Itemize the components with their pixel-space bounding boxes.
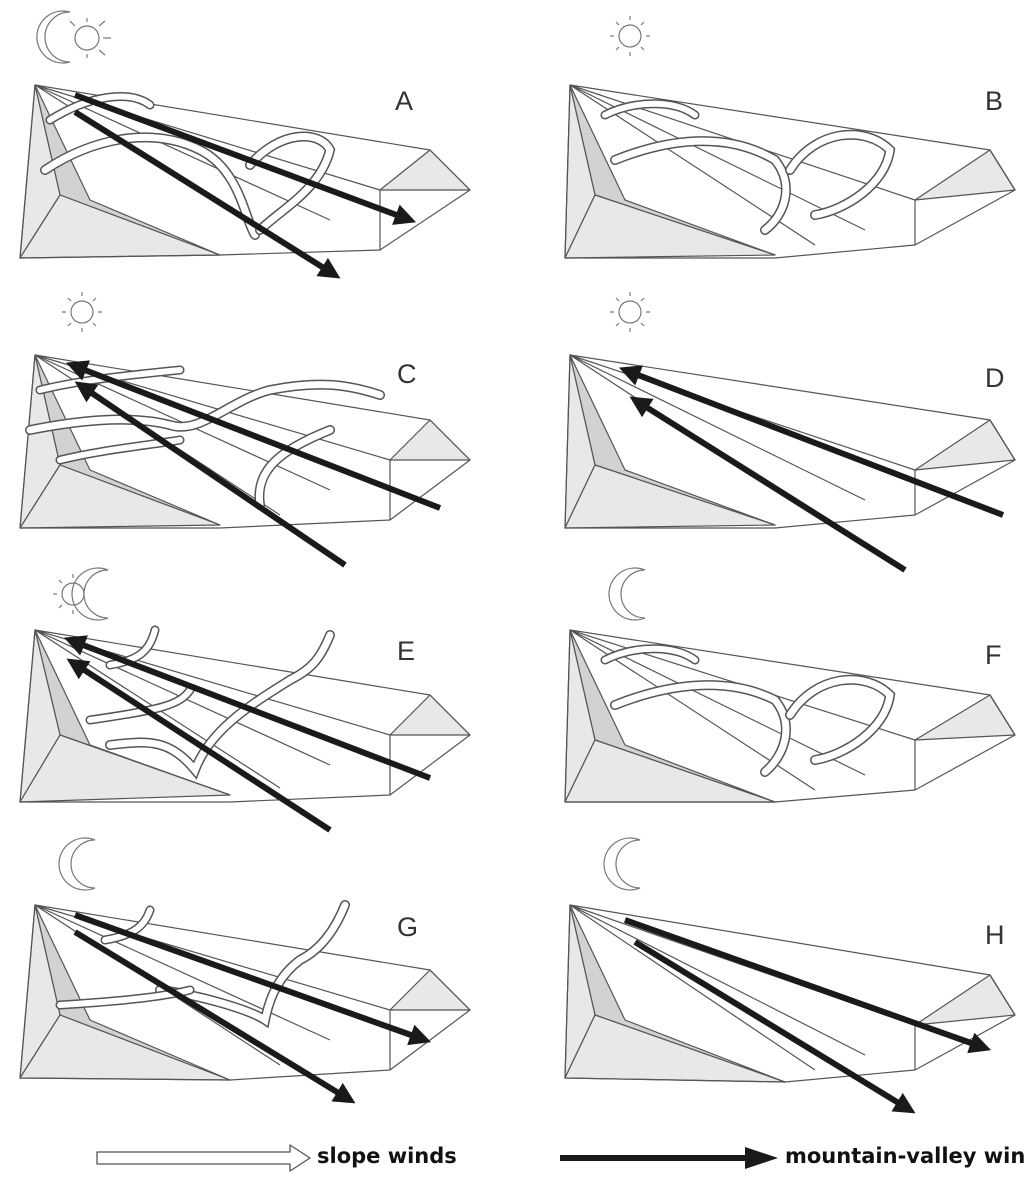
panel-label: F bbox=[985, 640, 1002, 670]
sun-icon bbox=[610, 16, 650, 56]
panel-label: C bbox=[397, 359, 417, 389]
panel-g: G bbox=[20, 838, 470, 1100]
valley-terrain bbox=[565, 905, 1015, 1082]
slope-wind-legend-arrow bbox=[97, 1145, 310, 1171]
panel-h: H bbox=[565, 838, 1015, 1110]
moon-sun-icon bbox=[37, 11, 111, 63]
panel-f: F bbox=[565, 568, 1015, 802]
sun-icon bbox=[610, 292, 650, 332]
sun-moon-icon bbox=[53, 568, 108, 620]
moon-icon bbox=[609, 568, 645, 620]
panel-b: B bbox=[565, 16, 1015, 258]
panel-e: E bbox=[20, 568, 470, 830]
panel-c: C bbox=[20, 292, 470, 565]
panel-a: A bbox=[20, 11, 470, 275]
mountain-valley-arrows bbox=[625, 370, 1003, 570]
panel-label: D bbox=[985, 363, 1005, 393]
panel-label: H bbox=[985, 920, 1005, 950]
panel-label: B bbox=[985, 86, 1003, 116]
moon-icon bbox=[59, 838, 95, 890]
mountain-valley-wind-legend-arrow bbox=[560, 1147, 778, 1169]
valley-terrain bbox=[565, 355, 1015, 528]
panel-label: G bbox=[397, 912, 418, 942]
panel-label: A bbox=[395, 86, 413, 116]
sun-icon bbox=[62, 292, 102, 332]
mountain-valley-winds-label: mountain-valley winds bbox=[785, 1144, 1025, 1168]
moon-icon bbox=[604, 838, 640, 890]
panel-d: D bbox=[565, 292, 1015, 570]
panel-label: E bbox=[397, 636, 415, 666]
slope-winds-label: slope winds bbox=[317, 1144, 457, 1168]
